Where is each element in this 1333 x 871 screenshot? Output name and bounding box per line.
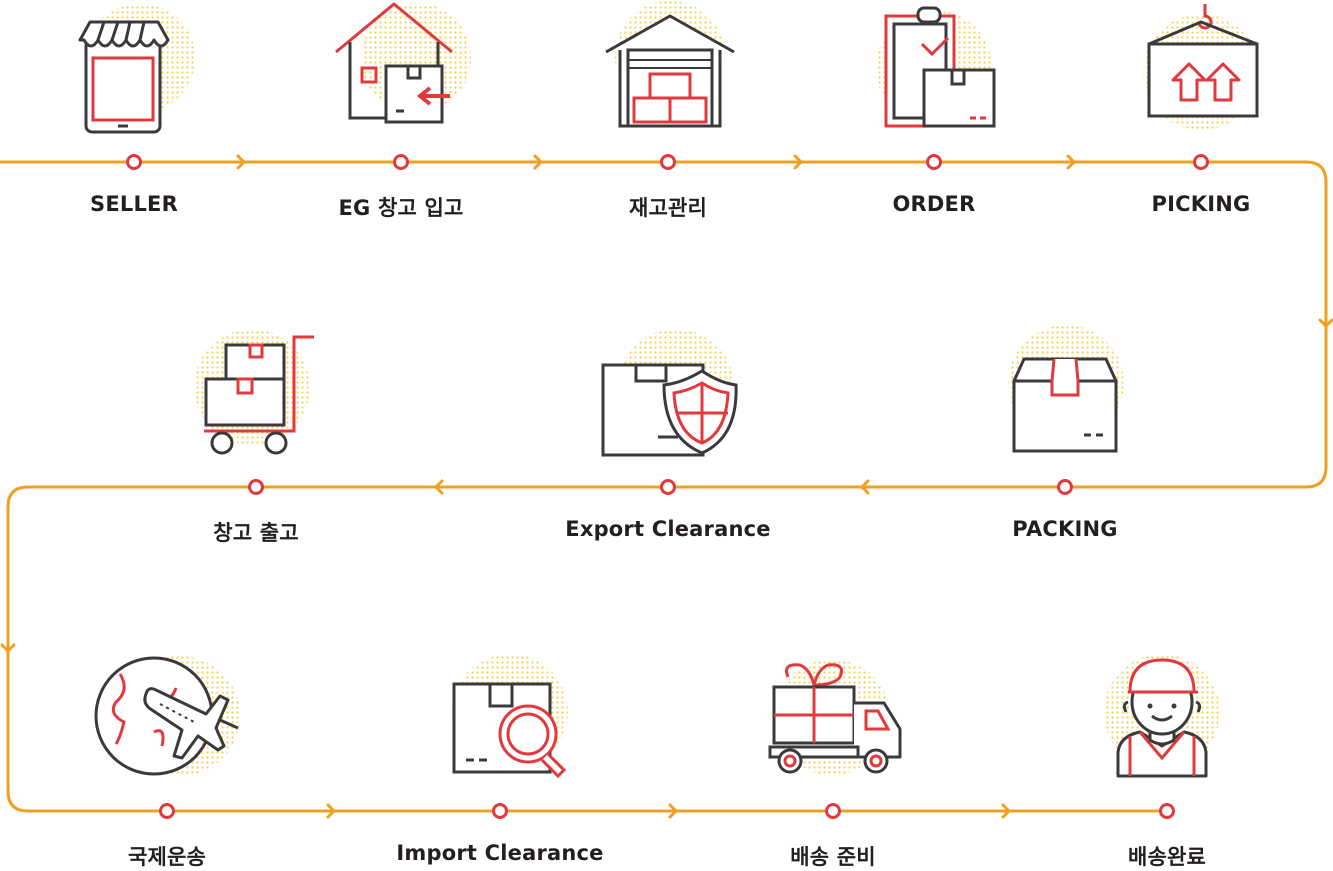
- step-node-10: [492, 803, 508, 819]
- step-label-picking: PICKING: [1151, 192, 1251, 216]
- inventory-icon: [605, 1, 735, 128]
- step-node-8: [248, 479, 264, 495]
- step-label-export-clearance: Export Clearance: [565, 517, 771, 541]
- step-node-5: [1193, 154, 1209, 170]
- arrow-down-1: [1318, 318, 1333, 328]
- arrow-right-2: [533, 154, 543, 170]
- step-node-3: [660, 154, 676, 170]
- warehouse-inbound-icon: [335, 2, 471, 124]
- arrow-down-2: [0, 643, 16, 653]
- step-label-import-clearance: Import Clearance: [396, 841, 604, 865]
- import-magnifier-icon: [452, 654, 568, 779]
- step-label-delivered: 배송완료: [1127, 845, 1207, 869]
- step-node-6: [1057, 479, 1073, 495]
- globe-plane-icon: [94, 656, 240, 776]
- step-label-warehouse-outbound: 창고 출고: [213, 521, 299, 545]
- step-label-order: ORDER: [892, 192, 976, 216]
- step-label-eg-inbound: EG 창고 입고: [338, 196, 464, 220]
- step-node-2: [393, 154, 409, 170]
- step-node-9: [159, 803, 175, 819]
- picking-crane-box-icon: [1143, 4, 1259, 130]
- arrow-left-1: [860, 479, 870, 495]
- arrow-right-4: [1066, 154, 1076, 170]
- step-label-packing: PACKING: [1012, 517, 1118, 541]
- arrow-left-2: [434, 479, 444, 495]
- export-shield-icon: [601, 329, 738, 457]
- step-label-seller: SELLER: [90, 192, 178, 216]
- warehouse-outbound-cart-icon: [194, 329, 314, 455]
- delivery-truck-icon: [768, 659, 902, 775]
- seller-shop-icon: [78, 3, 195, 134]
- step-node-12: [1159, 803, 1175, 819]
- step-label-delivery-prep: 배송 준비: [790, 845, 876, 869]
- step-node-1: [126, 154, 142, 170]
- arrow-right-5: [326, 803, 336, 819]
- arrow-right-3: [793, 154, 803, 170]
- arrow-right-6: [668, 803, 678, 819]
- packing-box-icon: [1008, 325, 1124, 453]
- step-node-7: [660, 479, 676, 495]
- arrow-right-1: [236, 154, 246, 170]
- step-label-international-shipping: 국제운송: [127, 845, 207, 869]
- step-node-4: [926, 154, 942, 170]
- arrow-right-7: [1001, 803, 1011, 819]
- step-node-11: [825, 803, 841, 819]
- delivery-person-icon: [1104, 654, 1220, 778]
- step-label-inventory: 재고관리: [628, 196, 708, 220]
- order-clipboard-icon: [876, 6, 996, 128]
